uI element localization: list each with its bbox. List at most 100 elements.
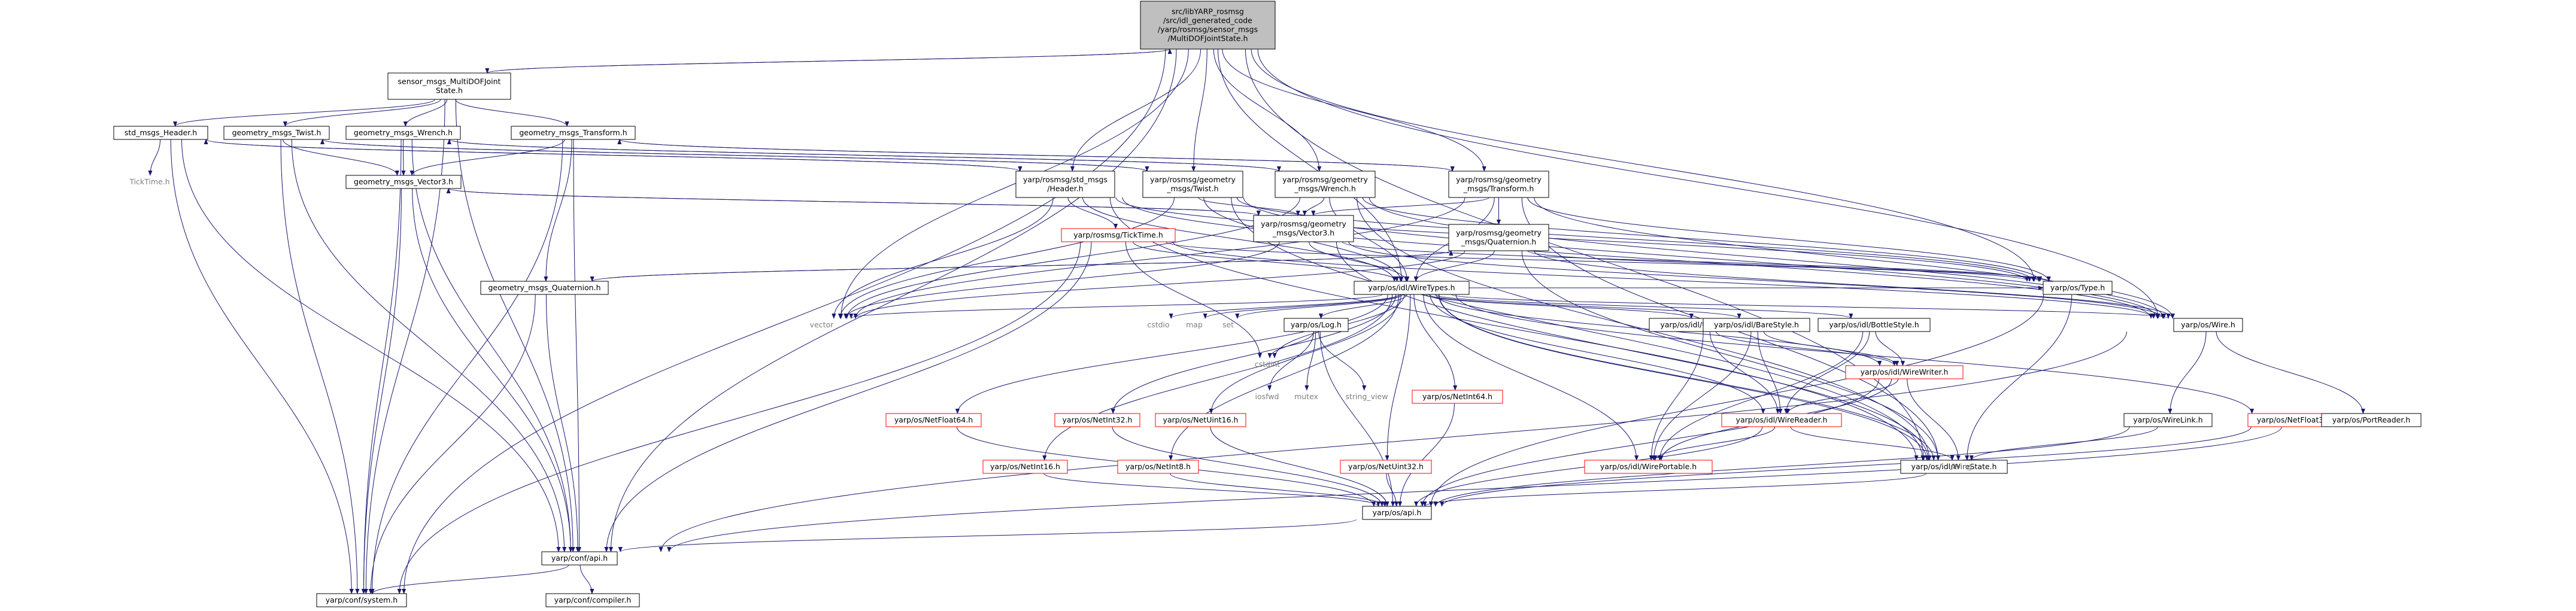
node-ytw[interactable]: yarp/rosmsg/geometry_msgs/Twist.h [1142,171,1243,198]
node-wp[interactable]: yarp/os/idl/WirePortable.h [1584,460,1713,474]
node-yq[interactable]: yarp/rosmsg/geometry_msgs/Quaternion.h [1448,224,1549,251]
node-nf64-label: yarp/os/NetFloat64.h [894,415,973,424]
edge-root-to-ywr [1213,48,1322,172]
node-bottle[interactable]: yarp/os/idl/BottleStyle.h [1818,318,1931,332]
node-osapi-box [1362,506,1432,520]
node-comp-label: yarp/conf/compiler.h [554,595,632,604]
node-ystd[interactable]: yarp/rosmsg/std_msgs/Header.h [1015,171,1115,198]
edge-gv3-to-sys [361,188,402,594]
edge-root-to-ytw [1191,48,1207,172]
edge-bottle-to-ww [1875,331,1906,366]
node-ytr[interactable]: yarp/rosmsg/geometry_msgs/Transform.h [1448,171,1549,198]
edge-layer [148,48,2365,594]
node-nf64[interactable]: yarp/os/NetFloat64.h [885,413,982,427]
edge-wt-to-ni8 [1169,294,1400,461]
edge-root-to-confapi [608,48,1177,552]
node-ni64[interactable]: yarp/os/NetInt64.h [1412,390,1503,404]
node-cstdio: cstdio [1147,320,1169,329]
node-wp-label: yarp/os/idl/WirePortable.h [1600,462,1697,471]
edge-log-to-osapi [1319,331,1395,507]
edge-sm-to-confapi [455,99,575,552]
edge-wt-to-string [1439,294,1936,461]
edge-ww-to-osapi [1420,378,1880,507]
edge-ws-to-osapi [1422,473,1926,507]
node-gv3-box [345,175,462,189]
node-gwr[interactable]: geometry_msgs_Wrench.h [345,126,461,140]
node-ni64-box [1412,390,1503,404]
node-log[interactable]: yarp/os/Log.h [1284,318,1349,332]
node-nf32-label: yarp/os/NetFloat32.h [2257,415,2335,424]
edge-ww-to-string [1907,378,1961,461]
node-gq[interactable]: geometry_msgs_Quaternion.h [480,281,609,295]
edge-ni8-to-osapi [1169,473,1388,507]
node-ni32[interactable]: yarp/os/NetInt32.h [1054,413,1140,427]
edge-ytr-to-wire [1534,197,2175,319]
node-sm[interactable]: sensor_msgs_MultiDOFJointState.h [387,72,511,100]
node-sys[interactable]: yarp/conf/system.h [316,593,407,607]
node-comp-box [545,593,640,607]
node-pr[interactable]: yarp/os/PortReader.h [2321,413,2422,427]
node-comp[interactable]: yarp/conf/compiler.h [545,593,640,607]
node-ywr[interactable]: yarp/rosmsg/geometry_msgs/Wrench.h [1275,171,1376,198]
edge-wt-to-bottle [1434,294,1853,319]
node-wire[interactable]: yarp/os/Wire.h [2173,318,2243,332]
node-ws[interactable]: yarp/os/idl/WireState.h [1900,460,2008,474]
node-ni16[interactable]: yarp/os/NetInt16.h [982,460,1068,474]
node-gtw[interactable]: geometry_msgs_Twist.h [223,126,330,140]
node-ww-label: yarp/os/idl/WireWriter.h [1861,367,1949,376]
node-ytt[interactable]: yarp/rosmsg/TickTime.h [1061,228,1176,242]
edge-log-to-cstdint [1267,331,1314,358]
node-root-label: src/libYARP_rosmsg [1172,7,1244,16]
node-wl[interactable]: yarp/os/WireLink.h [2123,413,2213,427]
edge-root-to-type [1251,48,2037,282]
node-ytr-label: yarp/rosmsg/geometry [1456,175,1542,184]
node-type[interactable]: yarp/os/Type.h [2043,281,2113,295]
node-wt-label: yarp/os/idl/WireTypes.h [1368,283,1455,292]
node-wt[interactable]: yarp/os/idl/WireTypes.h [1354,281,1470,295]
edge-ytt-to-confapi [604,241,1092,552]
edge-wt-to-log [1318,294,1407,319]
node-nu32-label: yarp/os/NetUint32.h [1348,462,1424,471]
node-stdh-label: std_msgs_Header.h [125,128,197,137]
edge-ytw-to-vector [838,197,1175,319]
edge-ytt-to-type [1166,241,2032,282]
node-type-box [2043,281,2113,295]
edge-gtr-to-sys [370,139,563,594]
edge-root-to-sys [402,48,1166,594]
node-nu32[interactable]: yarp/os/NetUint32.h [1340,460,1432,474]
node-stdh[interactable]: std_msgs_Header.h [113,126,208,140]
node-gq-box [480,281,609,295]
node-yv3[interactable]: yarp/rosmsg/geometry_msgs/Vector3.h [1253,215,1354,242]
edge-ni64-to-osapi [1397,403,1455,507]
node-bare[interactable]: yarp/os/idl/BareStyle.h [1703,318,1810,332]
node-gtr[interactable]: geometry_msgs_Transform.h [511,126,636,140]
node-root[interactable]: src/libYARP_rosmsg/src/idl_generated_cod… [1140,1,1276,50]
node-gtr-box [511,126,636,140]
node-ywr-label: _msgs/Wrench.h [1294,184,1356,193]
node-cstdint-label: cstdint [1255,360,1281,369]
node-nf32[interactable]: yarp/os/NetFloat32.h [2247,413,2345,427]
node-gtr-label: geometry_msgs_Transform.h [519,128,627,137]
edge-wt-to-nf64 [955,294,1388,414]
node-ww[interactable]: yarp/os/idl/WireWriter.h [1845,365,1964,379]
node-sys-label: yarp/conf/system.h [326,595,398,604]
edge-ystd-to-wire [1122,197,2153,319]
node-confapi-label: yarp/conf/api.h [551,554,608,563]
node-osapi[interactable]: yarp/os/api.h [1362,506,1432,520]
node-yv3-label: yarp/rosmsg/geometry [1261,220,1346,229]
node-pr-box [2321,413,2422,427]
node-ni8[interactable]: yarp/os/NetInt8.h [1117,460,1199,474]
node-ytt-box [1061,228,1176,242]
edge-ytr-to-vector [853,197,1466,319]
node-ws-box [1900,460,2008,474]
node-yq-box [1448,224,1549,251]
edge-sm-to-root [487,48,1172,74]
node-wr[interactable]: yarp/os/idl/WireReader.h [1721,413,1842,427]
edge-pr-to-confapi [667,426,2282,552]
edge-yv3-to-type [1342,241,2041,282]
edge-wire-to-wl [2168,331,2207,414]
node-confapi[interactable]: yarp/conf/api.h [541,551,618,566]
node-nu16[interactable]: yarp/os/NetUint16.h [1155,413,1246,427]
edge-ww-to-wr [1785,378,1899,414]
node-gv3[interactable]: geometry_msgs_Vector3.h [345,175,462,189]
